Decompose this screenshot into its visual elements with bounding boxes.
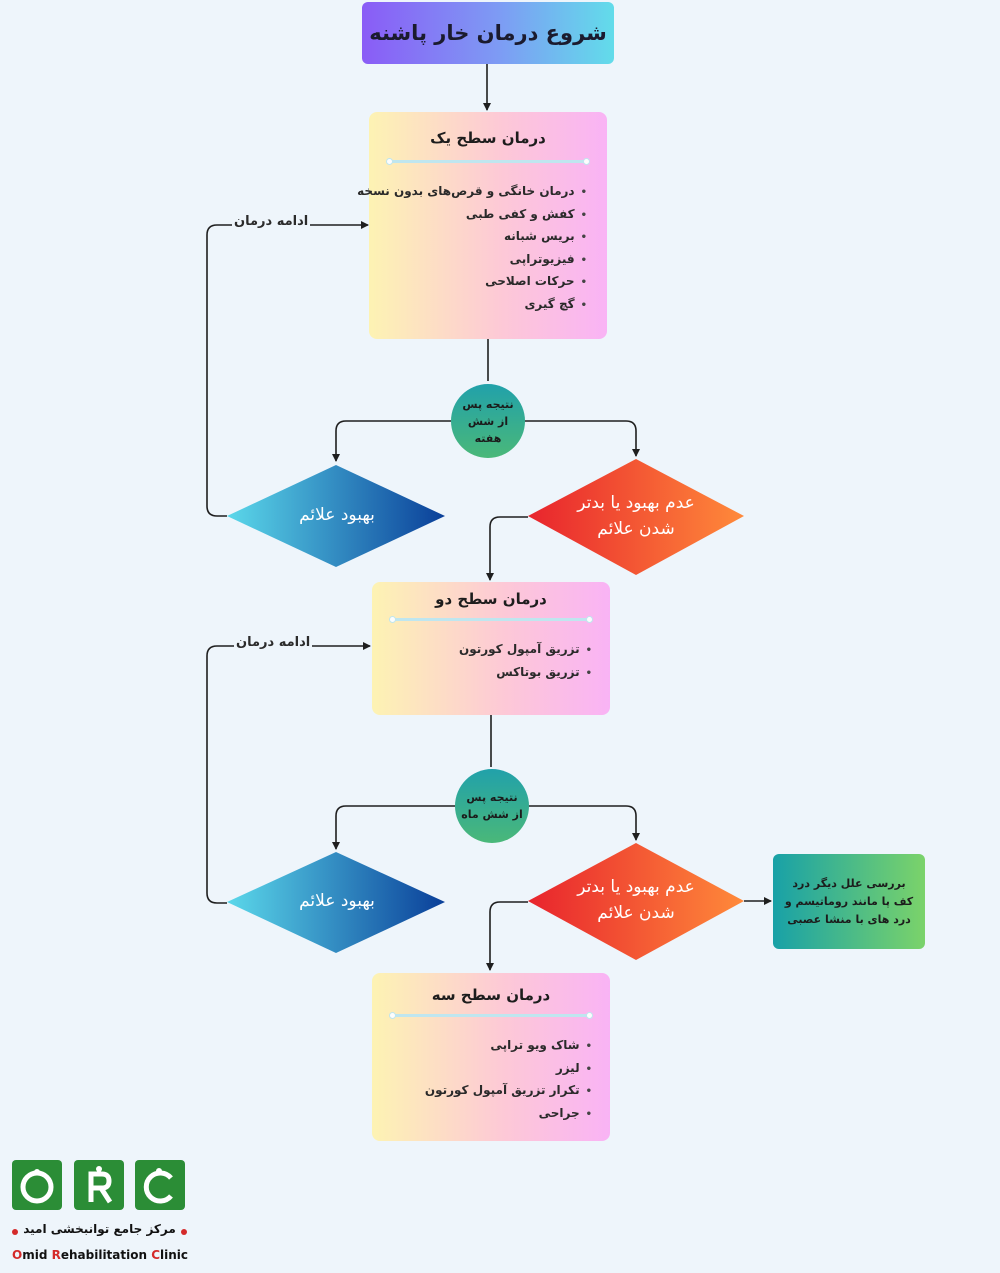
list-item: لیزر bbox=[425, 1058, 592, 1081]
level3-divider bbox=[389, 1012, 593, 1019]
worse1-label: عدم بهبود یا بدتر شدن علائم bbox=[552, 488, 720, 544]
continue-label-2: ادامه درمان bbox=[234, 635, 313, 650]
worse-diamond-2 bbox=[528, 843, 744, 960]
list-item: جراحی bbox=[425, 1103, 592, 1126]
improve-diamond-2 bbox=[227, 852, 445, 953]
logo-o-icon bbox=[20, 1169, 54, 1204]
worse1-line2: شدن علائم bbox=[597, 519, 675, 539]
logo-en-mid: mid bbox=[22, 1248, 52, 1262]
check1-line1: نتیجه پس bbox=[462, 397, 514, 411]
logo-name-fa: مرکز جامع توانبخشی امید bbox=[23, 1222, 176, 1236]
worse2-line2: شدن علائم bbox=[597, 903, 675, 923]
logo-name-en: Omid Rehabilitation Clinic bbox=[12, 1248, 188, 1262]
list-item: حرکات اصلاحی bbox=[357, 271, 587, 294]
list-item: بریس شبانه bbox=[357, 226, 587, 249]
arrow-check2-to-improve2 bbox=[332, 805, 455, 850]
level3-box: درمان سطح سه شاک ویو تراپی لیزر تکرار تز… bbox=[372, 973, 610, 1141]
list-item: شاک ویو تراپی bbox=[425, 1035, 592, 1058]
level3-title: درمان سطح سه bbox=[431, 986, 551, 1004]
logo-en-o: O bbox=[12, 1248, 23, 1262]
level2-list: تزریق آمپول کورتون تزریق بوتاکس bbox=[459, 639, 592, 684]
level1-title: درمان سطح یک bbox=[430, 129, 546, 147]
level1-divider bbox=[386, 158, 590, 165]
level3-list: شاک ویو تراپی لیزر تکرار تزریق آمپول کور… bbox=[425, 1035, 592, 1125]
check-circle-2: نتیجه پس از شش ماه bbox=[455, 769, 529, 843]
list-item: تزریق آمپول کورتون bbox=[459, 639, 592, 662]
list-item: کفش و کفی طبی bbox=[357, 204, 587, 227]
check1-line3: هفته bbox=[474, 431, 502, 445]
logo-c-icon bbox=[143, 1168, 173, 1204]
worse2-label: عدم بهبود یا بدتر شدن علائم bbox=[552, 872, 720, 928]
logo-en-linic: linic bbox=[160, 1248, 189, 1262]
other-line2: کف پا مانند روماتیسم و bbox=[784, 894, 914, 908]
check-circle-1: نتیجه پس از شش هفته bbox=[451, 384, 525, 458]
check2-line2: از شش ماه bbox=[461, 808, 523, 821]
logo-en-c: C bbox=[151, 1248, 161, 1262]
level1-box: درمان سطح یک درمان خانگی و قرص‌های بدون … bbox=[357, 112, 607, 339]
level2-title: درمان سطح دو bbox=[435, 590, 547, 608]
start-title: شروع درمان خار پاشنه bbox=[369, 21, 607, 45]
list-item: تکرار تزریق آمپول کورتون bbox=[425, 1080, 592, 1103]
list-item: درمان خانگی و قرص‌های بدون نسخه bbox=[357, 181, 587, 204]
arrow-check1-to-improve1 bbox=[332, 420, 451, 462]
level2-box: درمان سطح دو تزریق آمپول کورتون تزریق بو… bbox=[372, 582, 610, 715]
arrow-worse1-to-level2 bbox=[486, 516, 528, 581]
improve2-text: بهبود علائم bbox=[299, 891, 375, 911]
improve1-text: بهبود علائم bbox=[299, 505, 375, 525]
logo-tile-r bbox=[74, 1160, 124, 1210]
arrow-check2-to-worse2 bbox=[527, 805, 640, 841]
logo-dot-left bbox=[12, 1229, 18, 1235]
logo-r-icon bbox=[88, 1166, 113, 1204]
start-box: شروع درمان خار پاشنه bbox=[362, 2, 614, 64]
check2-line1: نتیجه پس bbox=[466, 791, 518, 804]
check1-line2: از شش bbox=[467, 414, 509, 428]
worse-diamond-1 bbox=[528, 459, 744, 575]
other-line3: درد های با منشا عصبی bbox=[787, 912, 911, 926]
improve2-label: بهبود علائم bbox=[262, 886, 412, 916]
logo-tile-o bbox=[12, 1160, 62, 1210]
improve1-label: بهبود علائم bbox=[262, 500, 412, 530]
other-causes-box: بررسی علل دیگر درد کف پا مانند روماتیسم … bbox=[773, 854, 925, 949]
level2-divider bbox=[389, 616, 593, 623]
other-line1: بررسی علل دیگر درد bbox=[792, 876, 906, 890]
worse2-line1: عدم بهبود یا بدتر bbox=[577, 877, 695, 897]
list-item: گچ گیری bbox=[357, 294, 587, 317]
logo-en-r: R bbox=[51, 1248, 61, 1262]
logo-dot-right bbox=[181, 1229, 187, 1235]
arrow-improve1-continue bbox=[206, 221, 369, 517]
continue-label-1: ادامه درمان bbox=[232, 214, 311, 229]
list-item: فیزیوتراپی bbox=[357, 249, 587, 272]
arrow-improve2-continue bbox=[206, 642, 371, 904]
arrow-worse2-to-level3 bbox=[486, 901, 528, 971]
improve-diamond-1 bbox=[227, 465, 445, 567]
logo-tile-c bbox=[135, 1160, 185, 1210]
list-item: تزریق بوتاکس bbox=[459, 662, 592, 685]
arrow-check1-to-worse1 bbox=[524, 420, 640, 457]
logo-en-ehab: ehabilitation bbox=[60, 1248, 152, 1262]
orc-logo: مرکز جامع توانبخشی امید Omid Rehabilitat… bbox=[12, 1160, 188, 1270]
level1-list: درمان خانگی و قرص‌های بدون نسخه کفش و کف… bbox=[357, 181, 587, 316]
worse1-line1: عدم بهبود یا بدتر bbox=[577, 493, 695, 513]
